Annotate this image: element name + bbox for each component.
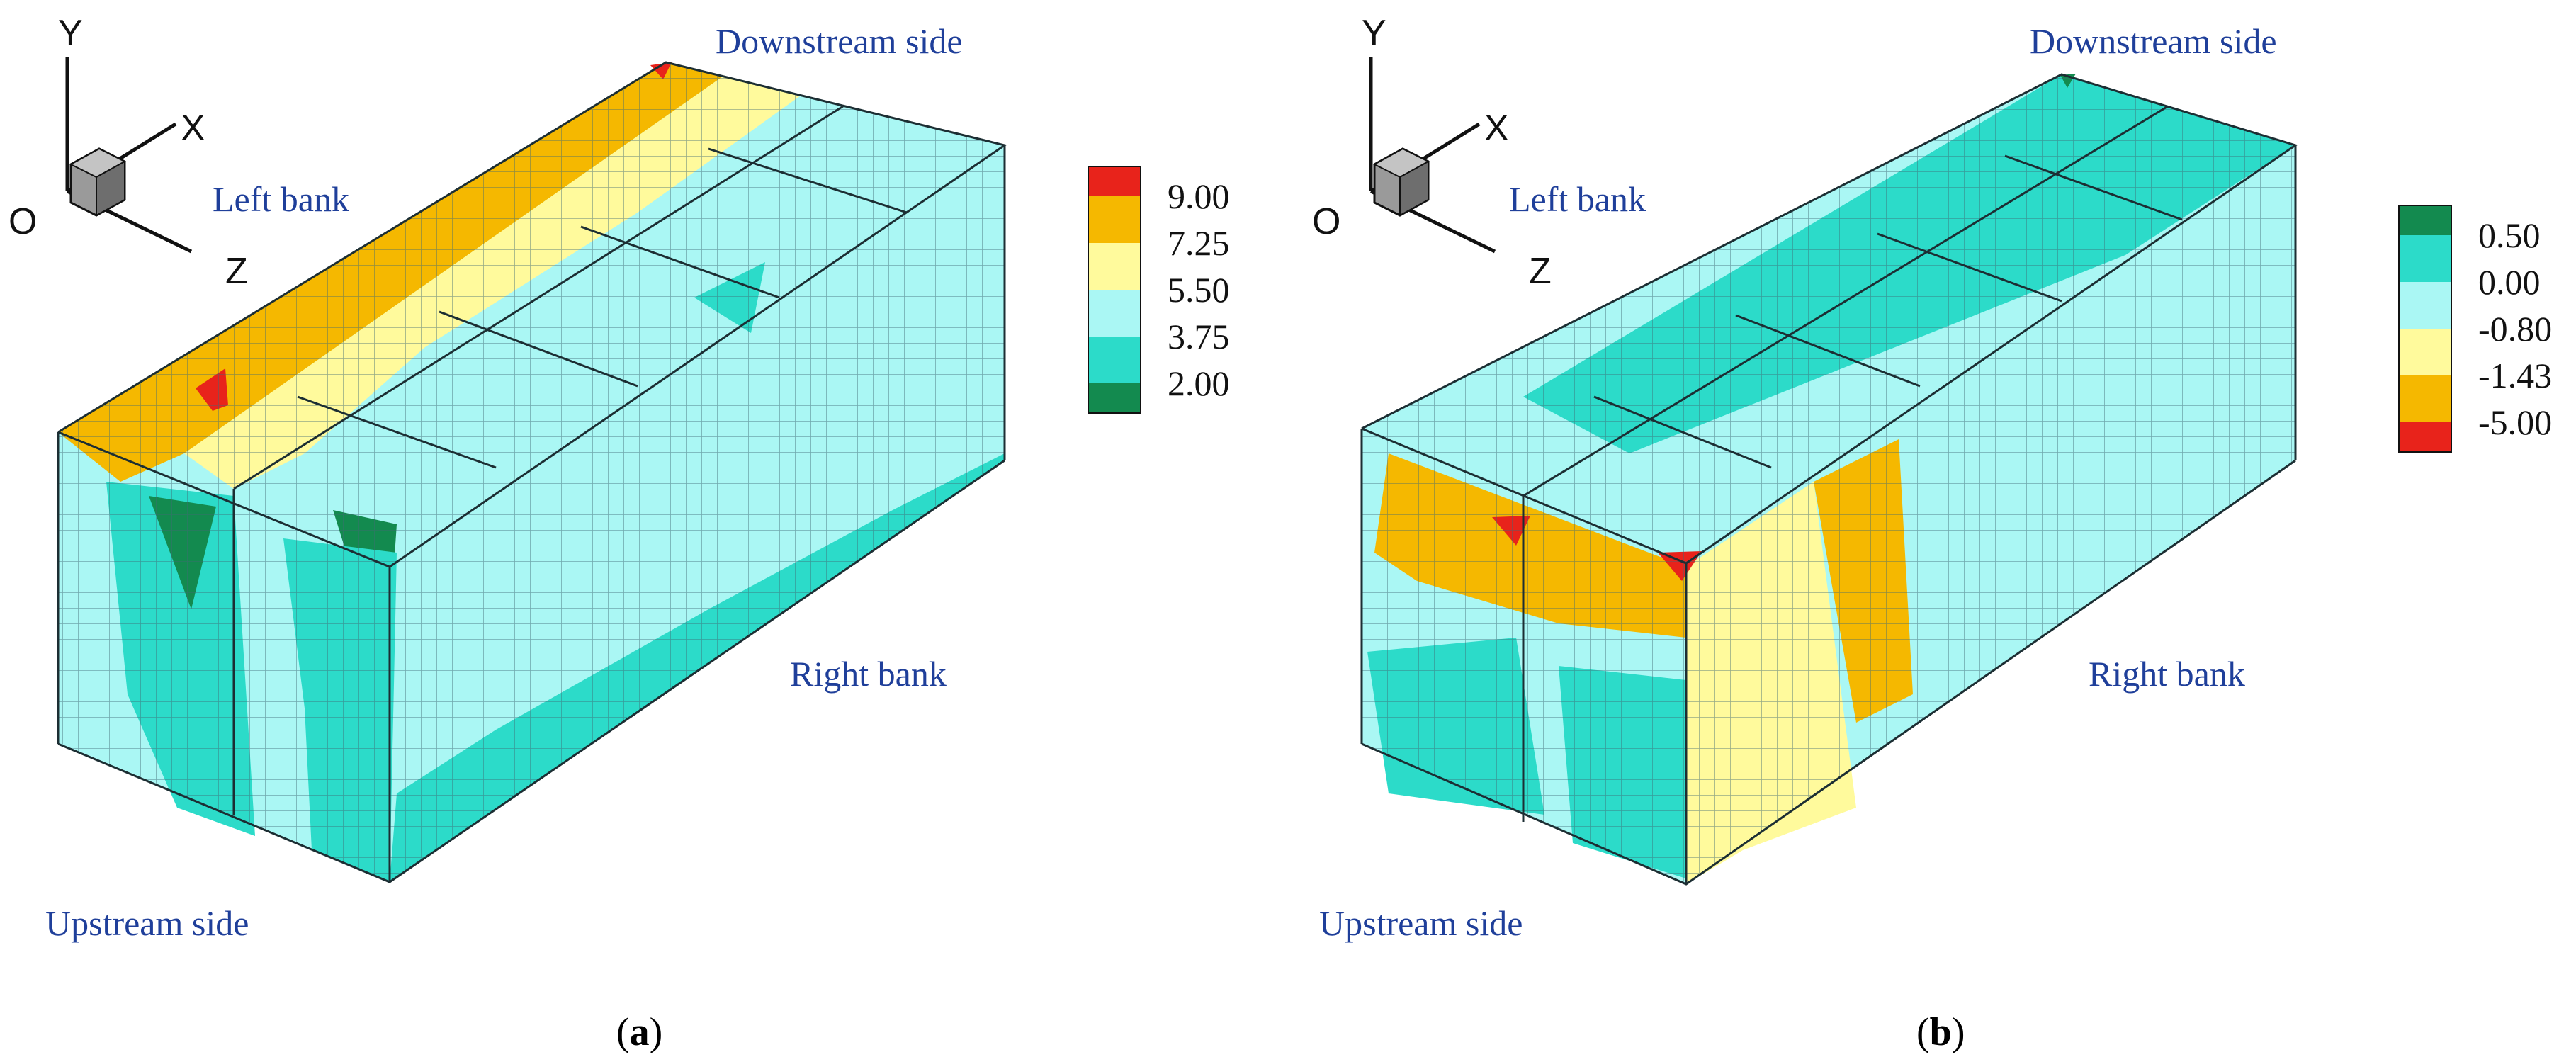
- panel-b-legend-tick: -0.80: [2478, 309, 2552, 349]
- panel-b-legend-swatch: [2399, 375, 2451, 422]
- panel-b-legend-tick: -5.00: [2478, 402, 2552, 442]
- panel-b-axis-z: Z: [1529, 251, 1552, 292]
- panel-b-axis-triad: Y X Z O: [1312, 13, 1552, 292]
- panel-a-axis-z: Z: [225, 251, 248, 292]
- panel-b-mesh-right: [1686, 145, 2295, 884]
- panel-a-legend-tick: 3.75: [1168, 317, 1230, 356]
- panel-a-label-left-bank: Left bank: [213, 179, 349, 219]
- panel-a-legend-tick: 9.00: [1168, 176, 1230, 216]
- panel-b-partitions: [1360, 73, 2298, 886]
- panel-a-mesh-right: [390, 145, 1005, 882]
- panel-b-legend-swatch: [2399, 282, 2451, 329]
- panel-a-legend-swatch: [1088, 243, 1141, 290]
- panel-b-legend-swatch: [2399, 205, 2451, 235]
- panel-b-legend: 0.50 0.00 -0.80 -1.43 -5.00: [2398, 205, 2552, 453]
- panel-a-stress-contour: Downstream side Left bank Right bank Ups…: [9, 13, 1230, 1054]
- panel-a-label-right-bank: Right bank: [790, 654, 947, 694]
- panel-b-axis-y: Y: [1362, 13, 1386, 54]
- panel-a-model: [57, 61, 1007, 883]
- panel-a-axis-x: X: [181, 108, 205, 149]
- panel-b-label-right-bank: Right bank: [2089, 654, 2245, 694]
- panel-b-legend-swatch: [2399, 422, 2451, 452]
- panel-b-caption: (b): [1916, 1010, 1965, 1054]
- panel-b-legend-tick: 0.00: [2478, 262, 2541, 302]
- panel-a-label-upstream: Upstream side: [45, 903, 249, 943]
- panel-a-mesh-upstream: [58, 432, 390, 882]
- panel-a-axis-triad: Y X Z O: [9, 13, 248, 292]
- panel-a-legend: 9.00 7.25 5.50 3.75 2.00: [1088, 166, 1230, 414]
- panel-a-axis-y: Y: [58, 13, 83, 54]
- panel-a-legend-swatch: [1088, 196, 1141, 243]
- panel-a-mesh-top: [58, 62, 1005, 567]
- panel-b-label-upstream: Upstream side: [1319, 903, 1523, 943]
- panel-a-legend-swatch: [1088, 166, 1141, 196]
- panel-a-axis-origin: O: [9, 201, 37, 242]
- panel-b-label-downstream: Downstream side: [2030, 21, 2277, 61]
- panel-b-legend-tick: -1.43: [2478, 356, 2552, 395]
- panel-a-label-downstream: Downstream side: [716, 21, 963, 61]
- panel-b-mesh-top: [1362, 74, 2295, 563]
- panel-a-legend-swatch: [1088, 383, 1141, 413]
- panel-b-label-left-bank: Left bank: [1509, 179, 1646, 219]
- panel-b-model: [1360, 73, 2298, 886]
- panel-b-stress-contour: Downstream side Left bank Right bank Ups…: [1312, 13, 2552, 1054]
- panel-a-legend-tick: 7.25: [1168, 223, 1230, 263]
- panel-a-partitions: [57, 61, 1007, 883]
- panel-b-legend-swatch: [2399, 329, 2451, 375]
- panel-b-axis-origin: O: [1312, 201, 1340, 242]
- panel-a-caption: (a): [616, 1010, 662, 1054]
- panel-b-axis-x: X: [1484, 108, 1509, 149]
- panel-b-legend-tick: 0.50: [2478, 215, 2541, 255]
- panel-b-legend-swatch: [2399, 235, 2451, 282]
- panel-a-legend-tick: 5.50: [1168, 270, 1230, 310]
- panel-a-legend-swatch: [1088, 290, 1141, 337]
- panel-a-legend-tick: 2.00: [1168, 363, 1230, 403]
- panel-a-legend-swatch: [1088, 337, 1141, 383]
